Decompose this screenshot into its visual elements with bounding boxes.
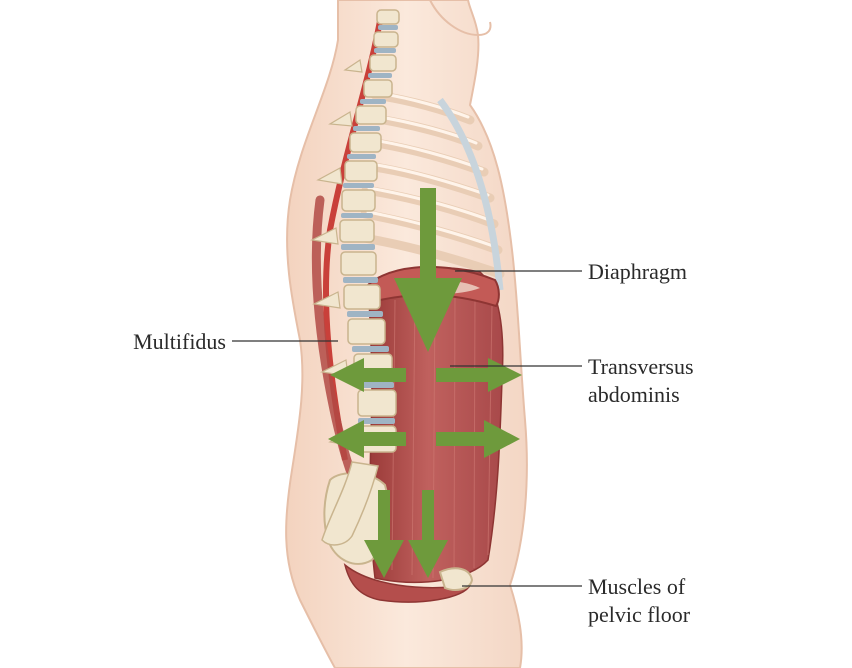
pelvic-floor-label-line2: pelvic floor xyxy=(588,602,691,627)
pelvic-floor-muscle xyxy=(343,563,472,603)
multifidus-label: Multifidus xyxy=(133,329,226,354)
chin-outline xyxy=(429,0,492,37)
diaphragm-label: Diaphragm xyxy=(588,259,687,284)
transversus-label-line2: abdominis xyxy=(588,382,680,407)
arrow-left-lower xyxy=(328,420,406,458)
pressure-arrows xyxy=(328,188,522,578)
arrow-down-left xyxy=(364,490,404,578)
arrow-down-diaphragm xyxy=(394,188,462,352)
pubic-bone xyxy=(438,567,474,591)
pelvic-floor-label-line1: Muscles of xyxy=(588,574,686,599)
arrow-right-lower xyxy=(436,420,520,458)
sacrum xyxy=(321,461,379,546)
leader-lines xyxy=(232,270,582,587)
arrow-down-right xyxy=(408,490,448,578)
transversus-label-line1: Transversus xyxy=(588,354,694,379)
sternum xyxy=(437,97,504,291)
arrow-left-upper xyxy=(330,358,406,392)
